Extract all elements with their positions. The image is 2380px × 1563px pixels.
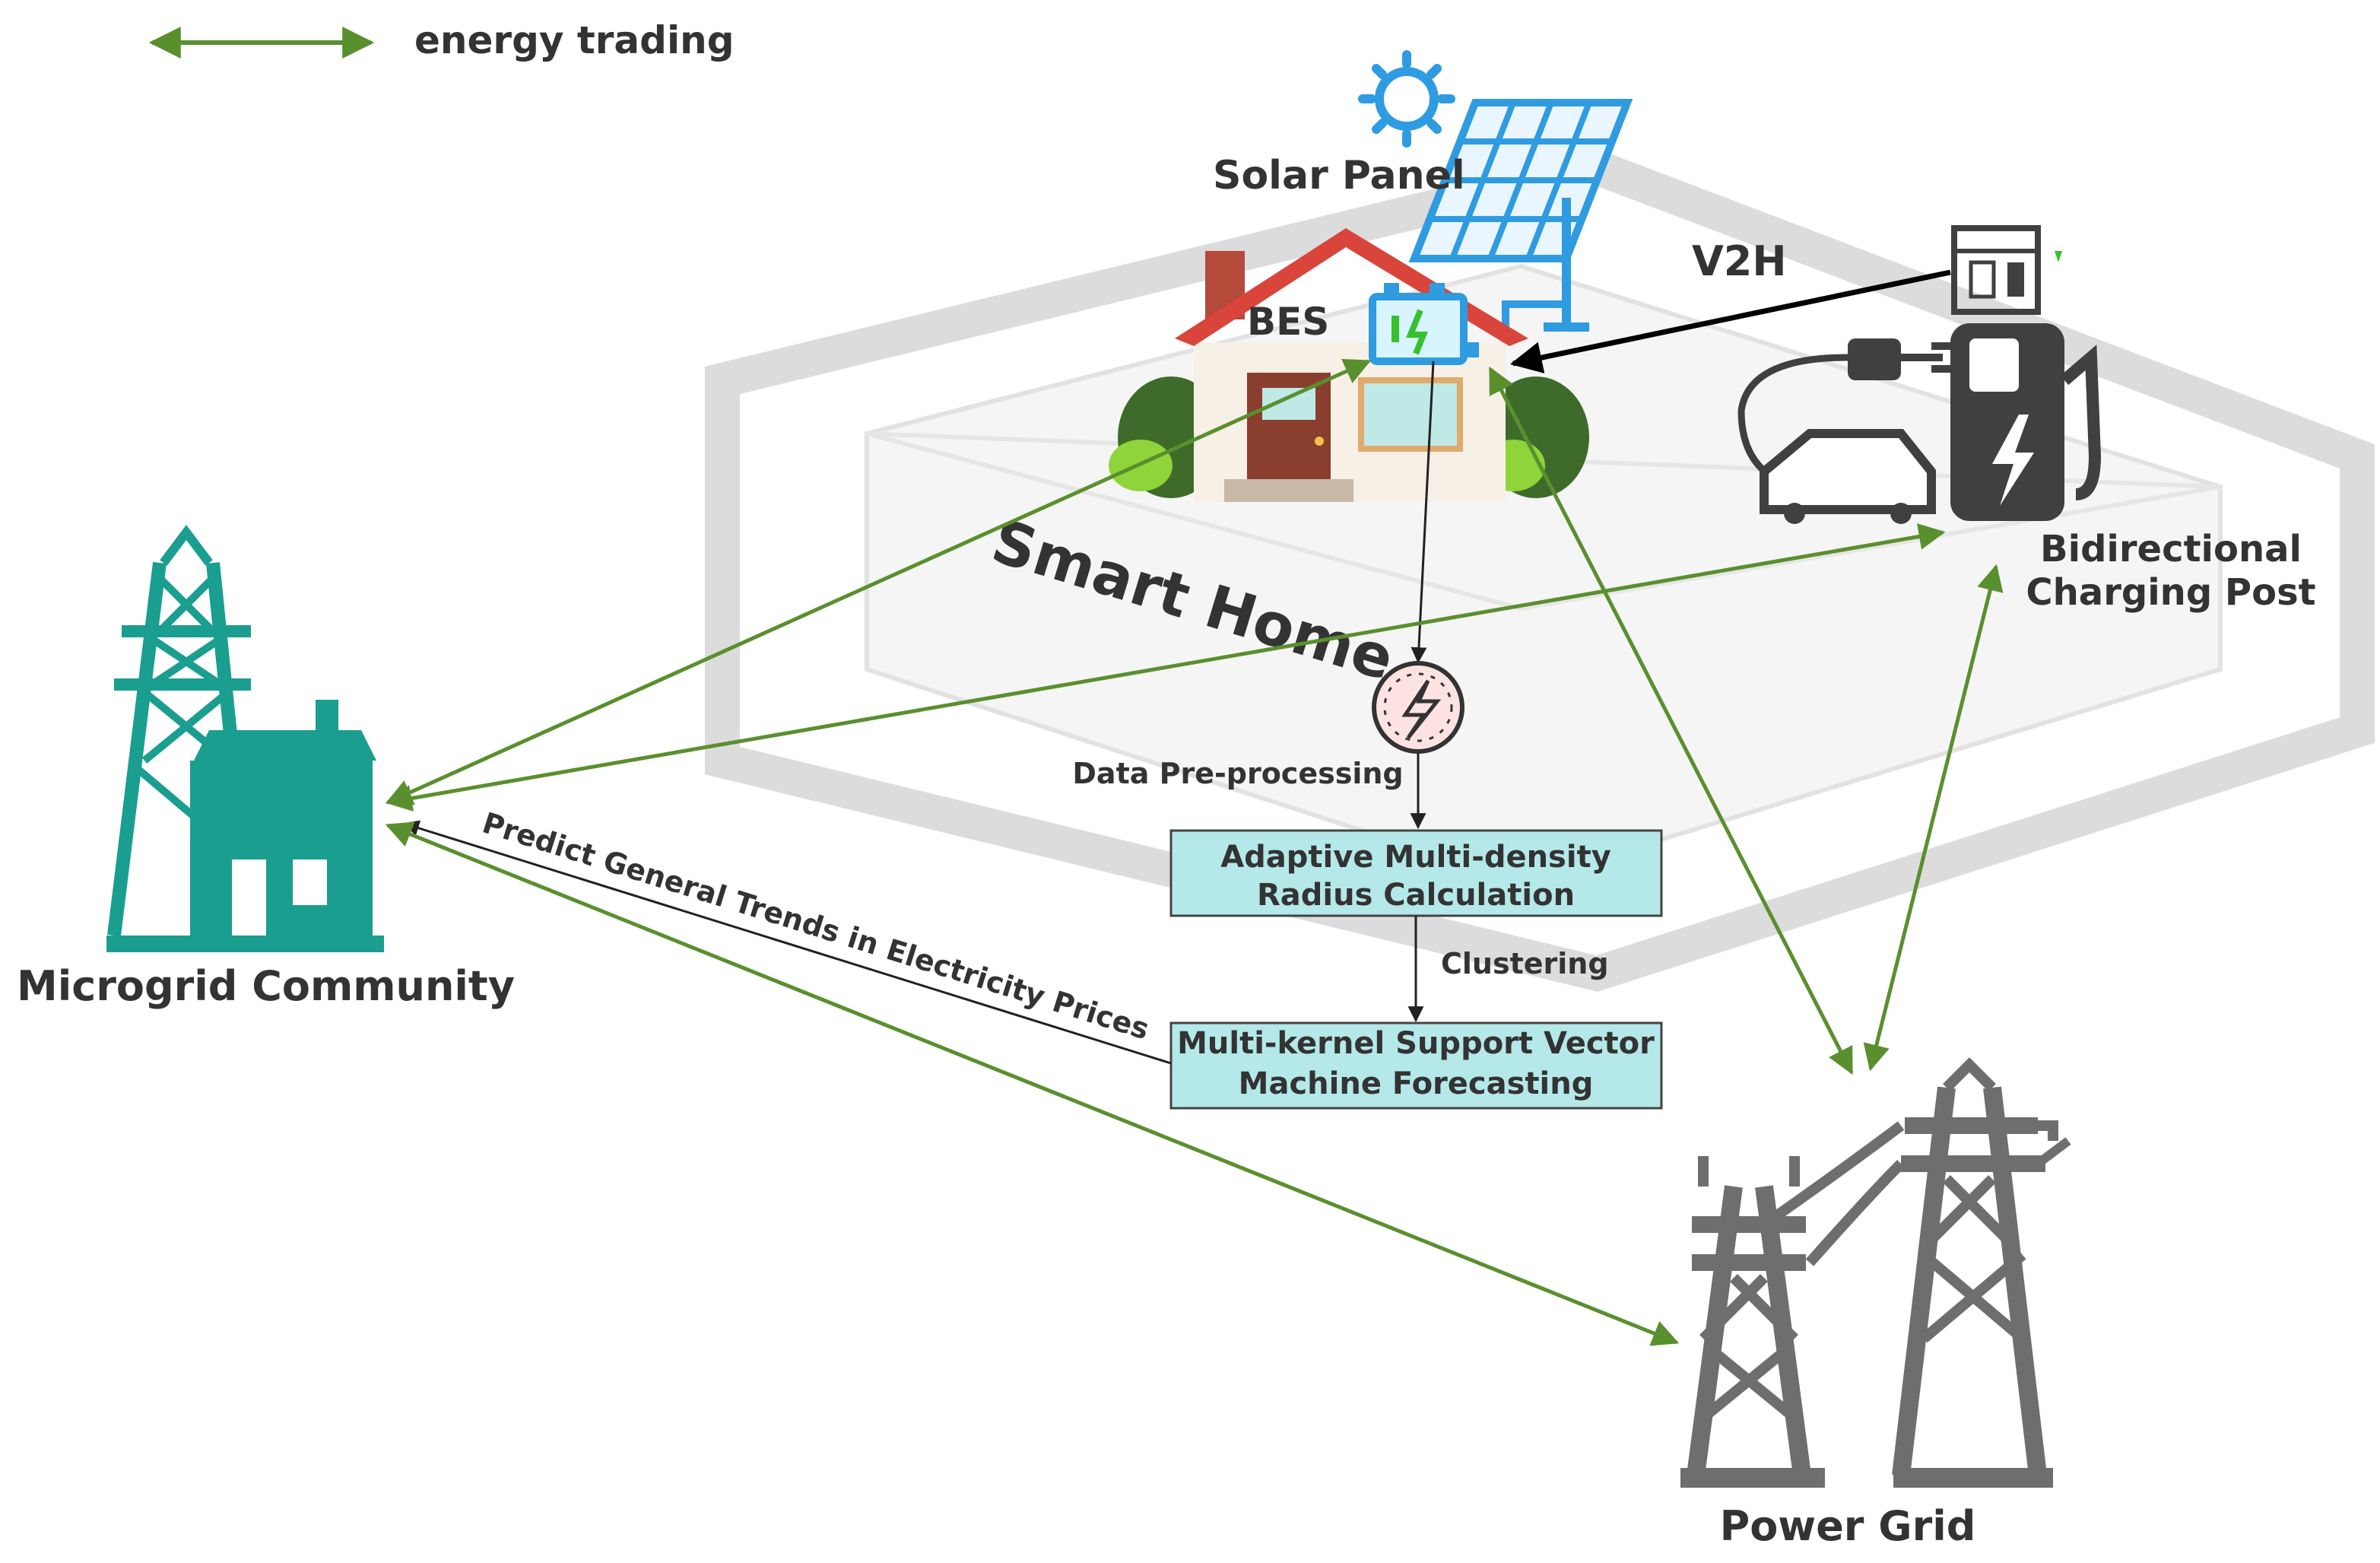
svm-box-line2: Machine Forecasting (1239, 1066, 1594, 1101)
charging-post-label-line1: Bidirectional (2040, 528, 2302, 570)
svm-box-line1: Multi-kernel Support Vector (1177, 1026, 1655, 1061)
power-grid-label: Power Grid (1720, 1502, 1976, 1550)
trade-charging-powergrid (1863, 564, 2004, 1072)
data-preprocessing-label: Data Pre-processing (1072, 757, 1403, 790)
legend-label: energy trading (414, 18, 734, 62)
svm-forecasting-box: Multi-kernel Support Vector Machine Fore… (1169, 1021, 1663, 1110)
battery-icon (1369, 283, 1479, 365)
radius-calculation-box: Adaptive Multi-density Radius Calculatio… (1169, 829, 1663, 917)
smart-meter-icon (1372, 661, 1464, 754)
bes-label: BES (1247, 300, 1329, 344)
charging-post-label-line2: Charging Post (2026, 571, 2315, 614)
energy-trading-arrows (385, 358, 2004, 1346)
radius-box-line2: Radius Calculation (1257, 878, 1575, 913)
microgrid-label: Microgrid Community (17, 962, 515, 1010)
trade-microgrid-powergrid (385, 821, 1680, 1346)
v2h-label: V2H (1692, 237, 1787, 285)
v2h-arrow (1509, 269, 1951, 373)
solar-panel-label: Solar Panel (1213, 153, 1465, 199)
legend: energy trading (148, 18, 734, 62)
microgrid-community-icon (106, 525, 384, 952)
radius-box-line1: Adaptive Multi-density (1220, 840, 1611, 875)
trade-bes-powergrid (1488, 366, 1854, 1075)
power-grid-icon (1680, 1057, 2071, 1488)
solar-panel-icon: Solar Panel (1213, 50, 1633, 342)
clustering-label: Clustering (1441, 947, 1609, 980)
